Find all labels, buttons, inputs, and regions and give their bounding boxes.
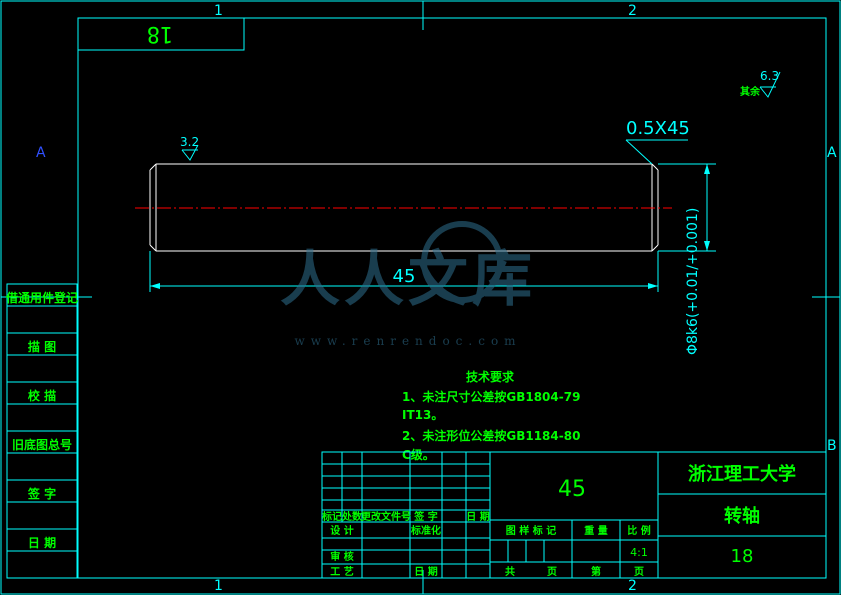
props-header-weight: 重 量	[584, 524, 607, 537]
stamp-label-1: 借通用件登记	[5, 290, 78, 305]
left-stamp-column: 借通用件登记 描 图 校 描 旧底图总号 签 字 日 期	[5, 283, 78, 579]
zone-label-bottom-1: 1	[214, 578, 223, 594]
chamfer-callout: 0.5X45	[625, 118, 690, 165]
university-name: 浙江理工大学	[688, 463, 796, 485]
length-dimension: 45	[149, 251, 659, 292]
sheet-total-unit: 页	[547, 566, 557, 578]
stamp-label-6: 日 期	[28, 535, 56, 550]
sign-row-standard: 标准化	[410, 524, 441, 537]
drawing-number-box-text: 18	[147, 21, 174, 46]
sheet-total-label: 共	[505, 565, 515, 578]
watermark-url: www.renrendoc.com	[294, 334, 521, 348]
watermark: 人人文库 www.renrendoc.com	[280, 221, 536, 348]
rev-header-doc: 更改文件号	[361, 510, 411, 523]
stamp-label-2: 描 图	[28, 339, 56, 354]
zone-label-right-a: A	[827, 145, 837, 161]
diameter-dimension-text: Φ8k6(+0.01/+0.001)	[685, 208, 701, 355]
drawing-number-box	[77, 17, 245, 51]
zone-label-top-1: 1	[214, 3, 223, 19]
zone-label-top-2: 2	[628, 3, 637, 19]
sign-row-review: 审 核	[330, 550, 353, 563]
roughness-face-value: 3.2	[180, 135, 199, 149]
roughness-general-value: 6.3	[760, 69, 779, 83]
length-dimension-text: 45	[393, 266, 416, 287]
props-header-scale: 比 例	[627, 524, 650, 537]
rev-header-sign: 签 字	[413, 510, 437, 523]
watermark-text: 人人文库	[280, 245, 536, 315]
tech-requirement-line-1: 1、未注尺寸公差按GB1804-79	[402, 389, 580, 404]
sheet-current-unit: 页	[634, 566, 644, 578]
chamfer-text: 0.5X45	[626, 118, 690, 139]
drawing-number: 18	[731, 546, 754, 567]
rev-header-count: 处数	[341, 510, 363, 523]
part-name: 转轴	[724, 505, 760, 527]
zone-label-bottom-2: 2	[628, 578, 637, 594]
sheet-current-label: 第	[591, 565, 601, 578]
tech-requirement-line-2: IT13。	[402, 408, 443, 422]
tech-requirement-line-4: C级。	[402, 447, 435, 462]
zone-label-left-a: A	[36, 145, 46, 161]
shaft-outline	[135, 163, 672, 252]
diameter-dimension: Φ8k6(+0.01/+0.001)	[658, 163, 716, 355]
tech-requirements: 技术要求 1、未注尺寸公差按GB1804-79 IT13。 2、未注形位公差按G…	[402, 369, 580, 462]
tech-requirements-title: 技术要求	[466, 369, 515, 384]
zone-label-right-b: B	[827, 438, 837, 454]
roughness-face: 3.2	[180, 135, 199, 161]
sign-row-design: 设 计	[330, 524, 353, 537]
stamp-label-4: 旧底图总号	[12, 437, 72, 452]
roughness-general-label: 其余	[740, 85, 761, 98]
scale-value: 4:1	[630, 546, 648, 559]
roughness-general: 6.3 其余	[740, 69, 781, 98]
title-block: 45 浙江理工大学 转轴 18 标记 处数 更改文件号 签 字 日 期 设 计 …	[321, 451, 827, 579]
material-text: 45	[558, 477, 586, 502]
rev-header-mark: 标记	[321, 510, 342, 523]
sign-row-process: 工 艺	[330, 565, 353, 578]
tech-requirement-line-3: 2、未注形位公差按GB1184-80	[402, 428, 580, 443]
rev-header-date: 日 期	[466, 510, 489, 523]
stamp-label-3: 校 描	[28, 388, 56, 403]
props-header-mark: 图 样 标 记	[506, 524, 556, 537]
sign-row-date: 日 期	[414, 565, 437, 578]
stamp-label-5: 签 字	[27, 486, 56, 501]
watermark-logo-ring	[421, 221, 503, 303]
